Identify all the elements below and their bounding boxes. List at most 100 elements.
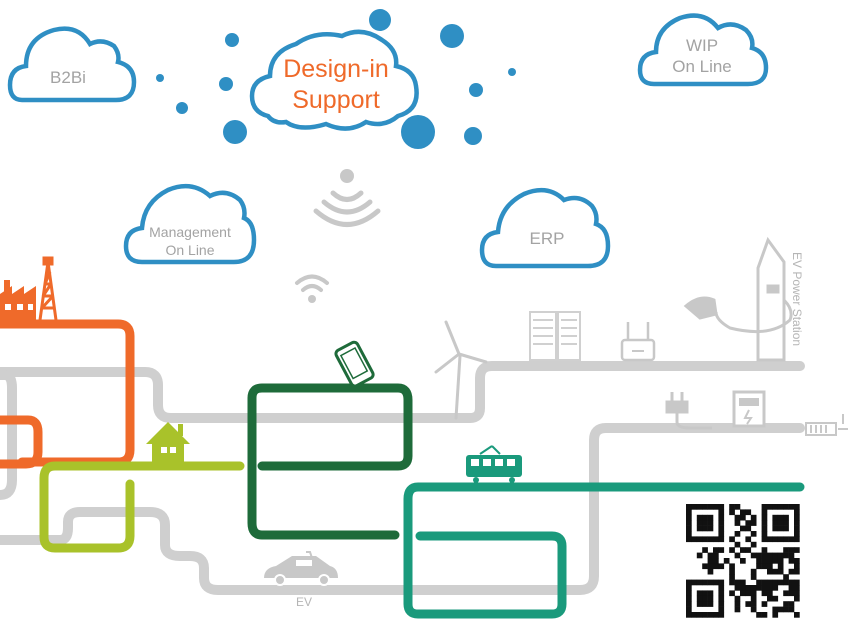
qr-module — [750, 552, 757, 559]
qr-module — [761, 504, 768, 510]
cloud-wip-on-line[interactable]: WIP On Line — [637, 13, 769, 87]
lime-line — [39, 461, 245, 553]
qr-module — [772, 520, 779, 526]
qr-module — [777, 520, 784, 526]
management-online-label: On Line — [165, 242, 214, 258]
qr-module — [756, 563, 762, 570]
qr-module — [772, 514, 779, 521]
erp-label: ERP — [530, 229, 565, 248]
cloud-management-on-line[interactable]: Management On Line — [123, 183, 257, 265]
qr-module — [691, 579, 698, 586]
cloud-b2bi-label: B2Bi — [50, 68, 86, 87]
qr-module — [686, 601, 692, 607]
qr-module — [783, 547, 789, 553]
qr-module — [740, 558, 746, 564]
qr-module — [788, 579, 795, 586]
qr-module — [761, 536, 768, 543]
qr-module — [713, 552, 719, 559]
orange-line-left — [0, 415, 43, 469]
qr-module — [745, 509, 752, 516]
qr-module — [750, 590, 757, 597]
qr-module — [707, 536, 714, 543]
qr-module — [788, 547, 795, 553]
qr-module — [783, 514, 789, 521]
qr-module — [707, 568, 714, 575]
qr-module — [702, 547, 708, 553]
qr-module — [745, 601, 752, 607]
qr-module — [729, 568, 735, 575]
qr-module — [772, 504, 779, 510]
qr-module — [794, 525, 800, 532]
power-plug-icon — [665, 392, 712, 430]
qr-module — [707, 520, 714, 526]
qr-module — [767, 504, 773, 510]
qr-module — [750, 520, 757, 526]
qr-module — [718, 509, 725, 516]
qr-module — [761, 558, 768, 564]
qr-module — [740, 579, 746, 586]
qr-module — [745, 525, 752, 532]
qr-module — [686, 536, 692, 543]
qr-module — [707, 595, 714, 602]
bubble — [176, 102, 188, 114]
qr-module — [772, 579, 779, 586]
qr-module — [756, 612, 762, 618]
qr-module — [777, 568, 784, 575]
qr-module — [702, 601, 708, 607]
qr-module — [788, 585, 795, 591]
qr-module — [696, 552, 703, 559]
qr-module — [718, 585, 725, 591]
qr-module — [691, 536, 698, 543]
qr-module — [718, 520, 725, 526]
qr-module — [777, 563, 784, 570]
cloud-b2bi[interactable]: B2Bi — [7, 26, 137, 103]
wifi-icon — [295, 274, 329, 303]
darkgreen-line — [247, 383, 413, 540]
qr-module — [734, 579, 741, 586]
bubble — [219, 77, 233, 91]
qr-module — [696, 504, 703, 510]
qr-module — [761, 585, 768, 591]
qr-module — [713, 558, 719, 564]
qr-module — [772, 595, 779, 602]
qr-module — [740, 547, 746, 553]
qr-module — [745, 536, 752, 543]
qr-module — [794, 536, 800, 543]
qr-module — [750, 585, 757, 591]
qr-module — [750, 514, 757, 521]
cloud-erp[interactable]: ERP — [479, 187, 611, 269]
qr-module — [686, 531, 692, 537]
qr-module — [686, 525, 692, 532]
qr-module — [794, 579, 800, 586]
qr-module — [750, 601, 757, 607]
wind-turbine-icon — [434, 320, 488, 420]
qr-module — [686, 606, 692, 613]
qr-module — [767, 558, 773, 564]
qr-module — [707, 601, 714, 607]
qr-module — [761, 579, 768, 586]
qr-module — [696, 536, 703, 543]
qr-module — [734, 595, 741, 602]
qr-code-icon[interactable] — [684, 502, 802, 620]
qr-module — [718, 601, 725, 607]
qr-module — [772, 552, 779, 559]
qr-module — [767, 552, 773, 559]
qr-module — [702, 612, 708, 618]
qr-module — [718, 579, 725, 586]
qr-module — [783, 606, 789, 613]
qr-module — [707, 525, 714, 532]
meter-icon — [732, 390, 766, 428]
battery-icon — [805, 414, 848, 436]
house-icon — [146, 422, 190, 462]
qr-module — [707, 504, 714, 510]
qr-module — [761, 612, 768, 618]
qr-module — [702, 520, 708, 526]
qr-module — [750, 595, 757, 602]
qr-module — [707, 558, 714, 564]
qr-module — [718, 547, 725, 553]
bubbles — [156, 9, 516, 149]
qr-module — [783, 601, 789, 607]
qr-module — [718, 504, 725, 510]
cloud-design-in-support[interactable]: Design-in Support — [249, 29, 419, 131]
